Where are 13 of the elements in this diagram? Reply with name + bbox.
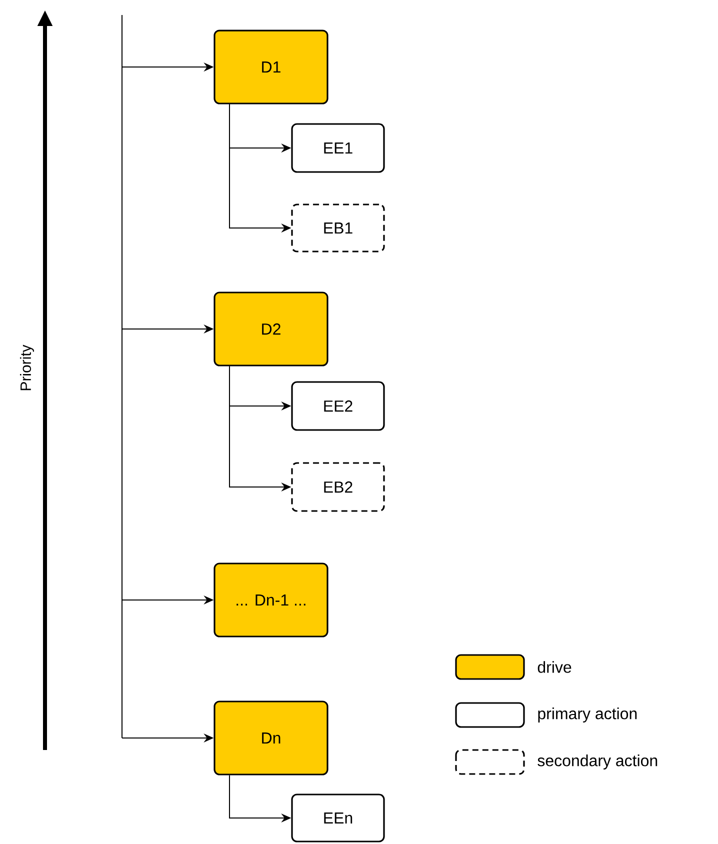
legend-label: drive bbox=[538, 661, 572, 673]
legend-label: secondary action bbox=[538, 754, 658, 770]
drive-box: D2 bbox=[214, 292, 328, 366]
action-box: EB2 bbox=[291, 462, 385, 512]
axis-label: Priority bbox=[20, 344, 34, 390]
drive-box: ... Dn-1 ... bbox=[214, 562, 328, 638]
legend-label: primary action bbox=[538, 708, 637, 722]
drive-box: Dn bbox=[214, 700, 328, 776]
action-box: EE2 bbox=[291, 381, 385, 431]
action-box: EE1 bbox=[291, 123, 385, 173]
action-box: EEn bbox=[291, 794, 385, 842]
drive-box: D1 bbox=[214, 30, 328, 104]
action-box: EB1 bbox=[291, 204, 385, 252]
